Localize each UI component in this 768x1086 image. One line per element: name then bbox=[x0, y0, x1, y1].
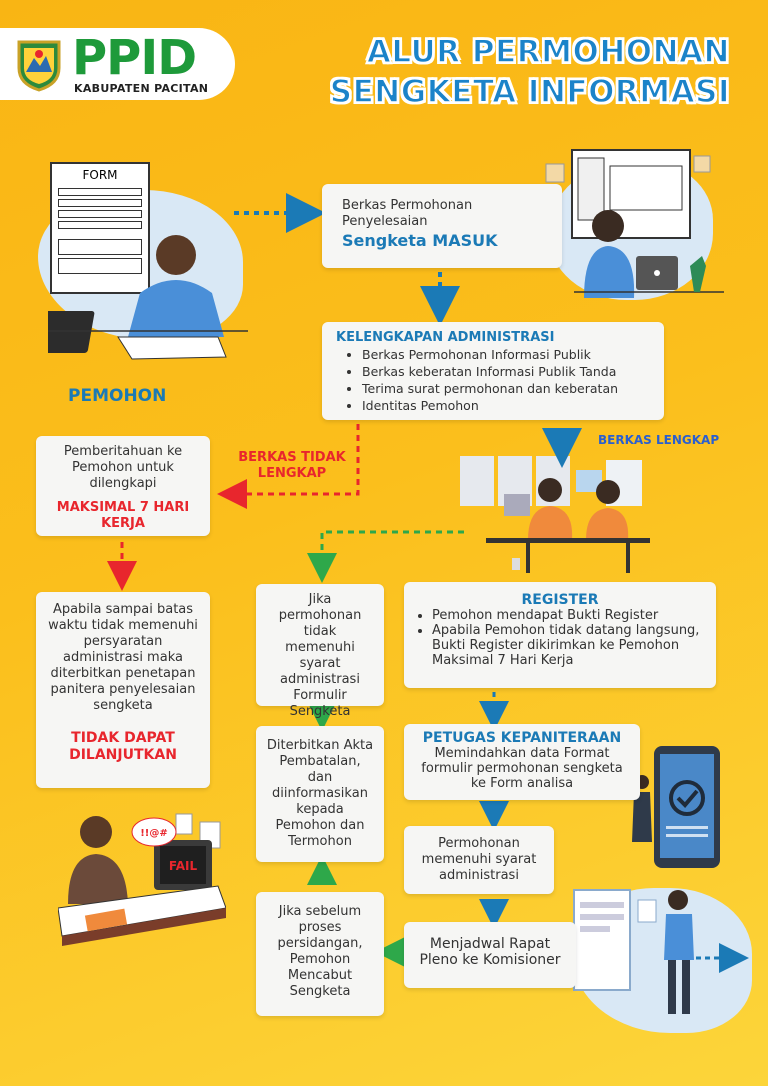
brand-logo-text: PPID bbox=[72, 30, 197, 86]
fail-computer-icon: FAIL !!@# bbox=[58, 813, 226, 946]
jika-tidak-memenuhi-box: Jika permohonan tidak memenuhi syarat ad… bbox=[256, 584, 384, 719]
petugas-text: Memindahkan data Format formulir permoho… bbox=[421, 746, 623, 791]
pemohon-person-icon bbox=[48, 235, 248, 360]
mencabut-text: Jika sebelum proses persidangan, Pemohon… bbox=[277, 904, 363, 999]
mencabut-sengketa-box: Jika sebelum proses persidangan, Pemohon… bbox=[256, 892, 384, 1016]
masuk-line1: Berkas Permohonan bbox=[342, 198, 473, 213]
petugas-title: PETUGAS KEPANITERAAN bbox=[422, 730, 622, 746]
pemberitahuan-text: Pemberitahuan ke Pemohon untuk dilengkap… bbox=[63, 444, 183, 491]
berkas-lengkap-label: BERKAS LENGKAP bbox=[598, 433, 720, 447]
pemohon-label: PEMOHON bbox=[68, 386, 167, 406]
page-title-line2: SENGKETA INFORMASI bbox=[329, 73, 730, 111]
fail-text: FAIL bbox=[169, 859, 198, 873]
apabila-text: Apabila sampai batas waktu tidak memenuh… bbox=[48, 602, 198, 713]
form-document: FORM bbox=[50, 162, 150, 294]
reviewer-woman-icon bbox=[545, 149, 724, 298]
pemberitahuan-highlight: MAKSIMAL 7 HARI KERJA bbox=[56, 500, 190, 531]
register-list: Pemohon mendapat Bukti Register Apabila … bbox=[416, 608, 704, 668]
berkas-tidak-lengkap-label: BERKAS TIDAK LENGKAP bbox=[238, 450, 346, 481]
logo-banner: PPID KABUPATEN PACITAN bbox=[0, 28, 235, 100]
akta-pembatalan-box: Diterbitkan Akta Pembatalan, dan diinfor… bbox=[256, 726, 384, 862]
brand-subtitle: KABUPATEN PACITAN bbox=[74, 82, 209, 95]
berkas-masuk-box: Berkas Permohonan Penyelesaian Sengketa … bbox=[322, 184, 562, 268]
admin-list: Berkas Permohonan Informasi Publik Berka… bbox=[336, 346, 650, 414]
admin-item: Identitas Pemohon bbox=[362, 397, 650, 414]
register-title: REGISTER bbox=[521, 592, 599, 608]
page-title-line1: ALUR PERMOHONAN bbox=[366, 33, 730, 71]
jika-tidak-text: Jika permohonan tidak memenuhi syarat ad… bbox=[278, 592, 362, 719]
kelengkapan-administrasi-box: KELENGKAPAN ADMINISTRASI Berkas Permohon… bbox=[322, 322, 664, 420]
register-box: REGISTER Pemohon mendapat Bukti Register… bbox=[404, 582, 716, 688]
pemberitahuan-box: Pemberitahuan ke Pemohon untuk dilengkap… bbox=[36, 436, 210, 536]
menjadwal-text: Menjadwal Rapat Pleno ke Komisioner bbox=[419, 936, 561, 968]
shout-text: !!@# bbox=[140, 828, 168, 839]
masuk-highlight: Sengketa MASUK bbox=[342, 231, 498, 250]
admin-item: Berkas keberatan Informasi Publik Tanda bbox=[362, 363, 650, 380]
admin-title: KELENGKAPAN ADMINISTRASI bbox=[336, 330, 555, 345]
register-item: Apabila Pemohon tidak datang langsung, B… bbox=[432, 623, 704, 668]
pacitan-emblem-icon bbox=[17, 40, 61, 92]
menjadwal-rapat-box: Menjadwal Rapat Pleno ke Komisioner bbox=[404, 922, 576, 988]
register-item: Pemohon mendapat Bukti Register bbox=[432, 608, 704, 623]
akta-text: Diterbitkan Akta Pembatalan, dan diinfor… bbox=[266, 738, 374, 849]
memenuhi-text: Permohonan memenuhi syarat administrasi bbox=[421, 836, 537, 883]
apabila-highlight: TIDAK DAPAT DILANJUTKAN bbox=[69, 730, 177, 763]
petugas-kepaniteraan-box: PETUGAS KEPANITERAAN Memindahkan data Fo… bbox=[404, 724, 640, 800]
apabila-box: Apabila sampai batas waktu tidak memenuh… bbox=[36, 592, 210, 788]
memenuhi-syarat-box: Permohonan memenuhi syarat administrasi bbox=[404, 826, 554, 894]
admin-item: Berkas Permohonan Informasi Publik bbox=[362, 346, 650, 363]
masuk-line2: Penyelesaian bbox=[342, 214, 428, 229]
admin-item: Terima surat permohonan dan keberatan bbox=[362, 380, 650, 397]
